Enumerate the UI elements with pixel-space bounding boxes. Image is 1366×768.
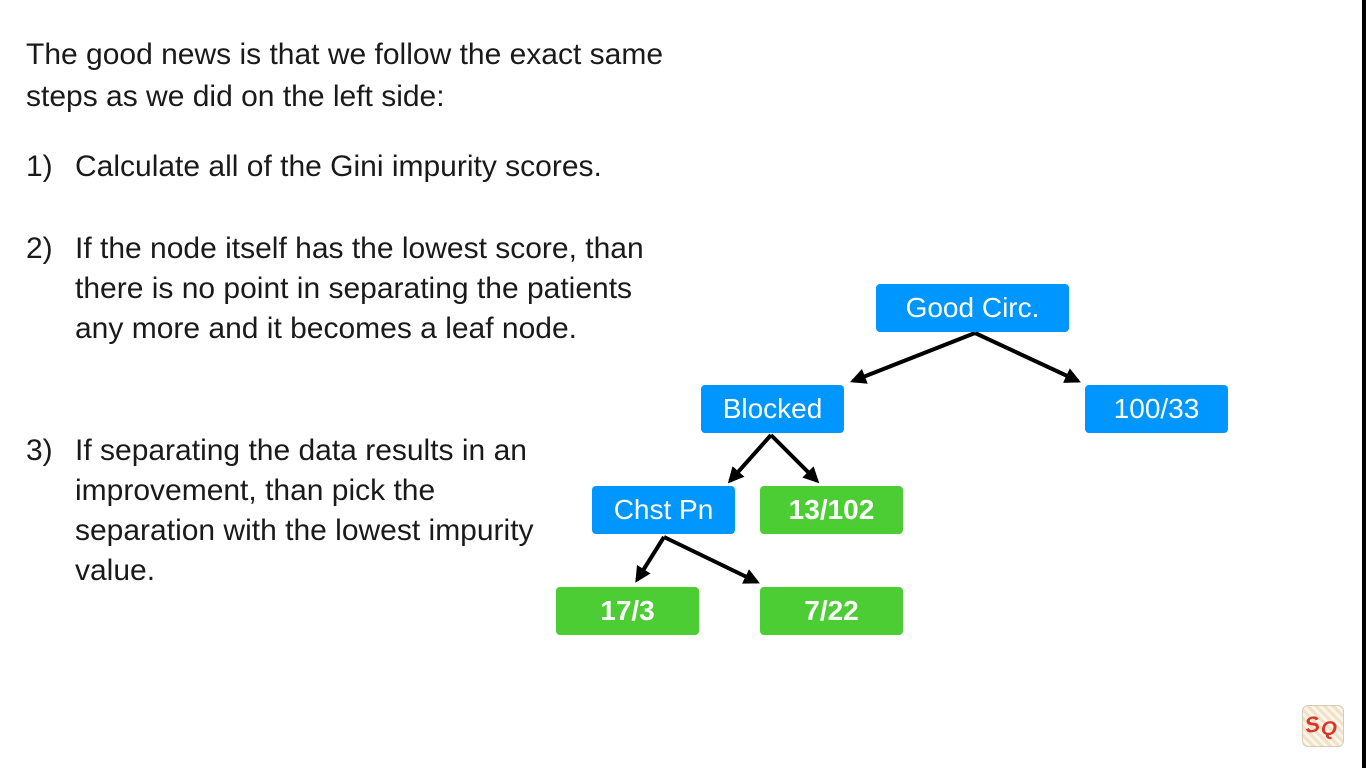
node-blocked: Blocked <box>701 385 844 433</box>
right-edge-bar <box>1362 0 1366 768</box>
arrow-chest-pain-to-right-leaf <box>663 535 760 584</box>
arrow-root-to-right-leaf <box>974 331 1081 383</box>
step-2-text: If the node itself has the lowest score,… <box>75 232 644 345</box>
intro-text: The good news is that we follow the exac… <box>26 38 664 113</box>
arrow-chest-pain-to-left-leaf <box>635 535 666 583</box>
step-1-text: Calculate all of the Gini impurity score… <box>75 150 602 183</box>
step-3-number: 3) <box>26 434 53 467</box>
node-chest-pain: Chst Pn <box>592 486 735 534</box>
step-2-number: 2) <box>26 232 53 265</box>
leaf-chest-pain-left: 17/3 <box>556 587 699 635</box>
step-1-number: 1) <box>26 150 53 183</box>
node-good-circulation: Good Circ. <box>876 284 1069 332</box>
step-3-text: If separating the data results in an imp… <box>75 434 534 587</box>
leaf-right-of-root: 100/33 <box>1085 385 1228 433</box>
arrow-root-to-blocked <box>850 331 976 384</box>
arrow-blocked-to-chest-pain <box>727 433 773 484</box>
leaf-chest-pain-right: 7/22 <box>760 587 903 635</box>
arrow-blocked-to-blocked-leaf <box>769 433 820 484</box>
leaf-blocked: 13/102 <box>760 486 903 534</box>
